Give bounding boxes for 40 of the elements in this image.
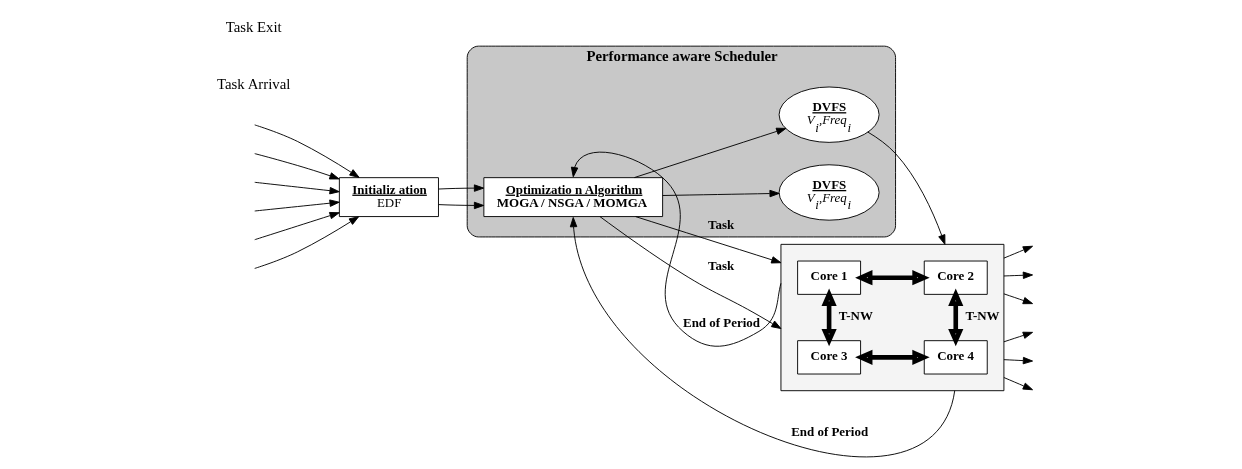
arrow [854, 349, 930, 365]
node-box: Core 4 [923, 340, 988, 375]
arrow [661, 189, 780, 198]
cluster [779, 243, 1004, 392]
arrow [599, 216, 781, 330]
edge-label: T-NW [838, 308, 873, 324]
arrow [253, 211, 340, 241]
label: Task Exit [225, 19, 282, 36]
edge-label: T-NW [964, 308, 1000, 324]
edge-label: End of Period [682, 314, 760, 330]
arrow [253, 181, 340, 195]
arrow [1002, 271, 1033, 279]
arrow [1002, 356, 1033, 365]
arrow [570, 151, 781, 347]
arrow [437, 184, 484, 192]
arrow [821, 288, 837, 347]
edge-label: End of Period [790, 424, 868, 440]
node-box: Optimizatio n Algorithm MOGA / NSGA / MOMGA [482, 177, 663, 218]
node-box: Core 2 [923, 260, 988, 295]
arrow [1002, 331, 1033, 343]
node-box: Core 3 [796, 340, 861, 375]
arrow [253, 153, 340, 180]
node-box: Initializ ation EDF [338, 177, 439, 218]
arrow [1002, 377, 1033, 391]
arrow [854, 270, 930, 286]
arrow [253, 199, 340, 212]
arrow [634, 216, 781, 264]
arrow [253, 124, 360, 178]
node-box: Core 1 [796, 260, 861, 295]
arrow [947, 288, 963, 347]
arrow [569, 217, 955, 457]
label: Task Arrival [216, 75, 290, 92]
arrow [1002, 293, 1033, 305]
edge-label: Task [707, 216, 734, 232]
arrow [437, 201, 484, 210]
arrow [1002, 245, 1033, 259]
arrow [633, 127, 786, 179]
arrow [866, 131, 945, 245]
edge-label: Task [707, 257, 734, 273]
arrow [253, 216, 359, 269]
